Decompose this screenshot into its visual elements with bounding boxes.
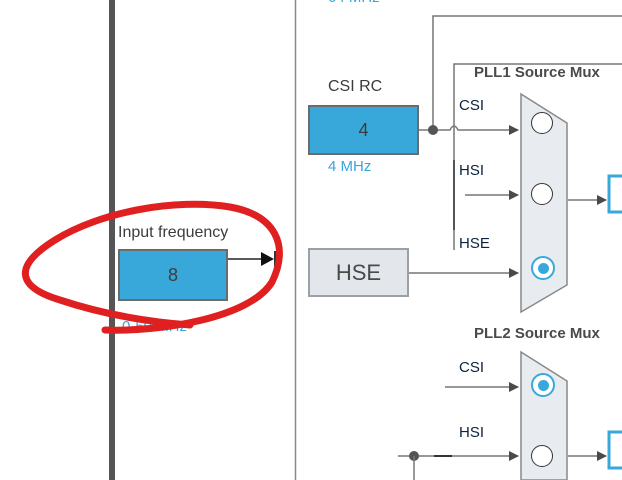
pll2-mux-title: PLL2 Source Mux: [474, 325, 600, 342]
pll2-radio-csi[interactable]: [531, 373, 555, 397]
pll1-input-hsi-label: HSI: [459, 162, 485, 179]
pll1-radio-csi[interactable]: [531, 112, 553, 134]
pll1-input-hse-label: HSE: [459, 235, 490, 252]
pll1-mux-title: PLL1 Source Mux: [474, 64, 600, 81]
pll1-radio-hse[interactable]: [531, 256, 555, 280]
pll1-radio-hsi[interactable]: [531, 183, 553, 205]
pll2-radio-hsi[interactable]: [531, 445, 553, 467]
input-frequency-field[interactable]: 8: [118, 249, 228, 301]
radio-selected-dot: [537, 379, 549, 391]
input-frequency-label: Input frequency: [118, 224, 229, 241]
csi-rc-label: CSI RC: [328, 78, 383, 95]
top-frequency-label: 64 MHz: [328, 0, 380, 6]
pll2-input-csi-label: CSI: [459, 359, 485, 376]
pll1-input-csi-label: CSI: [459, 97, 485, 114]
radio-selected-dot: [537, 262, 549, 274]
csi-rc-value-box[interactable]: 4: [308, 105, 419, 155]
hse-source-box[interactable]: HSE: [308, 248, 409, 297]
csi-rc-frequency: 4 MHz: [328, 158, 372, 175]
pll2-input-hsi-label: HSI: [459, 424, 485, 441]
